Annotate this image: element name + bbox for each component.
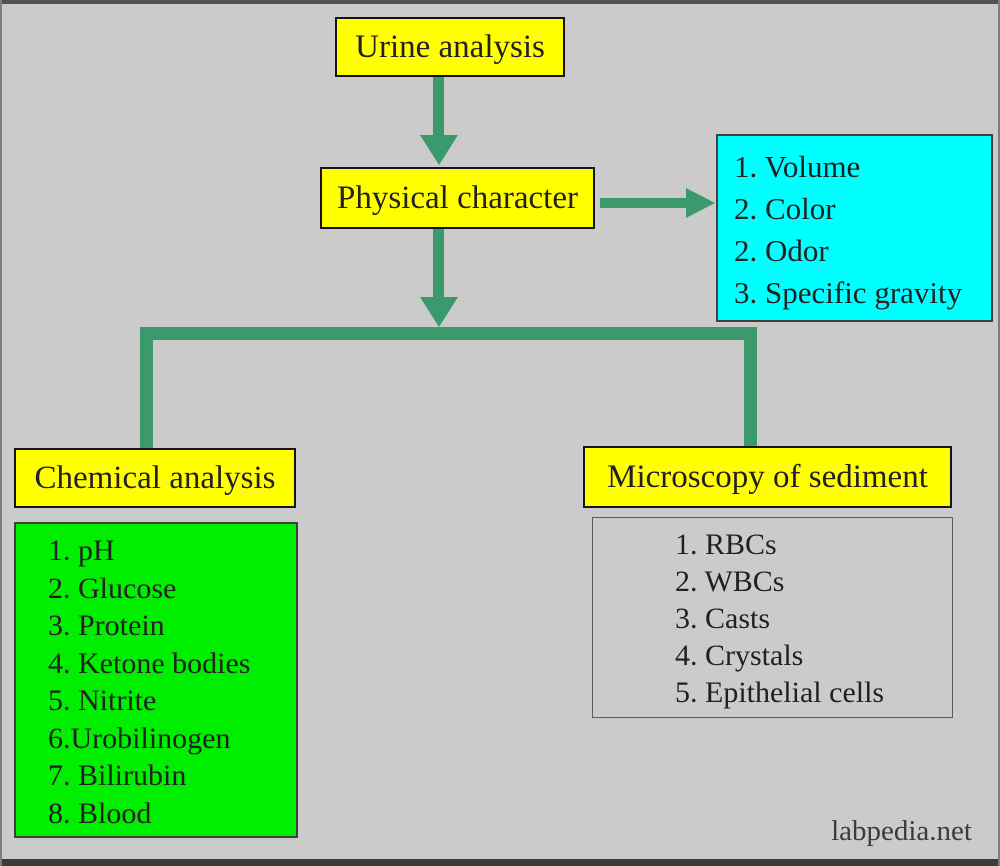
- list-item: 2. WBCs: [675, 565, 785, 598]
- list-item: 2. Odor: [734, 233, 829, 268]
- list-item: 4. Ketone bodies: [48, 646, 251, 680]
- node-physical-character: Physical character: [320, 167, 595, 229]
- list-item: 4. Crystals: [675, 639, 804, 672]
- node-chemical-analysis-label: Chemical analysis: [34, 459, 276, 496]
- physical-character-list: 1. Volume 2. Color 2. Odor 3. Specific g…: [716, 134, 993, 322]
- list-item: 8. Blood: [48, 796, 152, 830]
- arrow-down-icon: [420, 135, 458, 165]
- list-item: 6.Urobilinogen: [48, 721, 231, 755]
- list-item: 1. Volume: [734, 149, 861, 184]
- list-item: 2. Color: [734, 191, 836, 226]
- list-item: 3. Protein: [48, 609, 165, 642]
- arrow-down-icon: [420, 297, 458, 327]
- frame-left-edge: [0, 0, 2, 866]
- node-microscopy-of-sediment: Microscopy of sediment: [583, 446, 952, 508]
- list-item: 3. Specific gravity: [734, 275, 963, 310]
- frame-right-edge: [998, 0, 1000, 866]
- branch-bar-left-drop: [140, 327, 153, 448]
- node-physical-character-label: Physical character: [337, 179, 578, 216]
- list-item: 1. RBCs: [675, 528, 777, 561]
- node-chemical-analysis: Chemical analysis: [14, 448, 296, 508]
- branch-bar-right-drop: [744, 327, 757, 446]
- arrow-physical-to-list-stem: [600, 198, 690, 208]
- arrow-urine-to-physical-stem: [433, 77, 444, 135]
- list-item: 5. Nitrite: [48, 684, 157, 717]
- frame-bottom-edge: [0, 859, 1000, 866]
- node-urine-analysis-label: Urine analysis: [355, 28, 545, 65]
- frame-top-edge: [0, 0, 1000, 4]
- list-item: 1. pH: [48, 534, 115, 567]
- node-microscopy-of-sediment-label: Microscopy of sediment: [607, 458, 928, 495]
- list-item: 2. Glucose: [48, 571, 177, 605]
- arrow-physical-to-branch-stem: [433, 229, 444, 297]
- list-item: 7. Bilirubin: [48, 759, 187, 792]
- arrow-right-icon: [686, 188, 715, 218]
- list-item: 5. Epithelial cells: [675, 676, 885, 709]
- watermark-labpedia: labpedia.net: [831, 815, 972, 847]
- branch-bar-horizontal: [140, 327, 757, 340]
- chemical-analysis-list: 1. pH 2. Glucose 3. Protein 4. Ketone bo…: [14, 522, 298, 838]
- list-item: 3. Casts: [675, 602, 771, 635]
- microscopy-sediment-list: 1. RBCs 2. WBCs 3. Casts 4. Crystals 5. …: [592, 517, 953, 718]
- node-urine-analysis: Urine analysis: [335, 17, 565, 77]
